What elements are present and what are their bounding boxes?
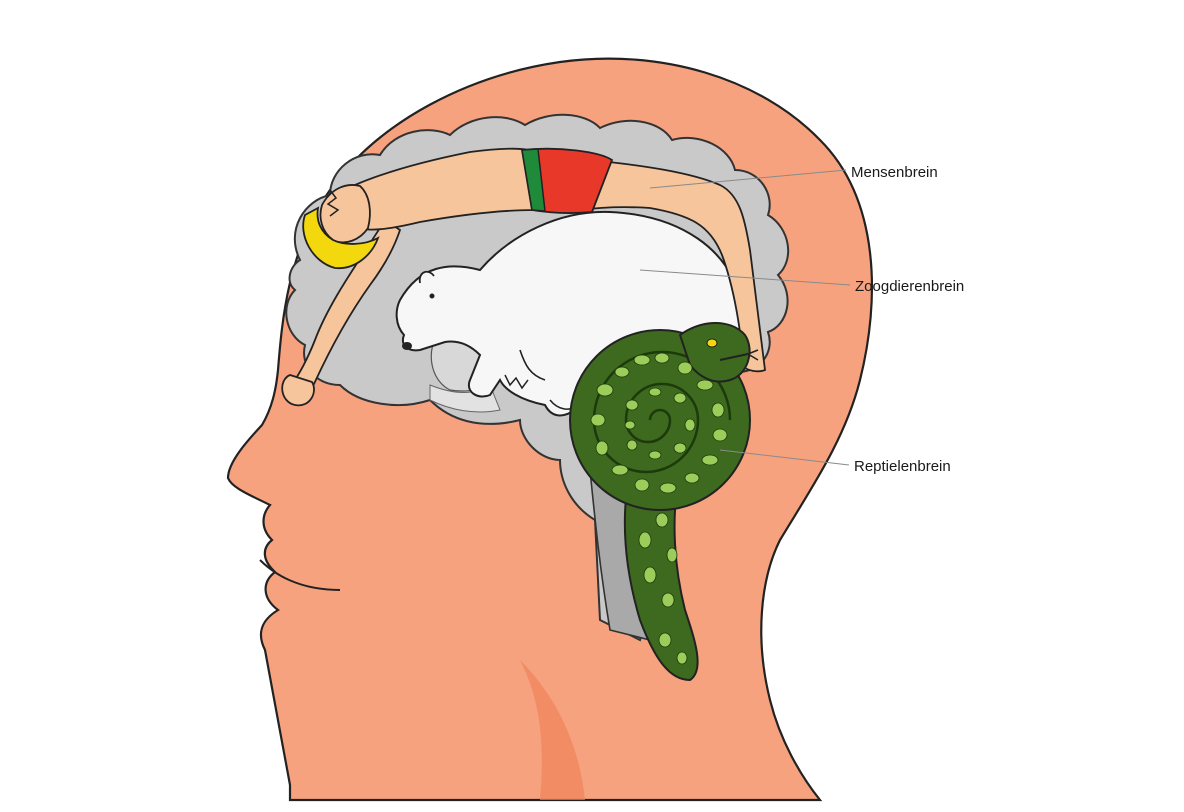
label-human-brain: Mensenbrein: [851, 164, 938, 181]
bear-nose: [402, 342, 412, 350]
label-reptile-brain: Reptielenbrein: [854, 458, 951, 475]
snake-eye: [707, 339, 717, 347]
bear-eye: [430, 294, 435, 299]
label-mammal-brain: Zoogdierenbrein: [855, 278, 964, 295]
